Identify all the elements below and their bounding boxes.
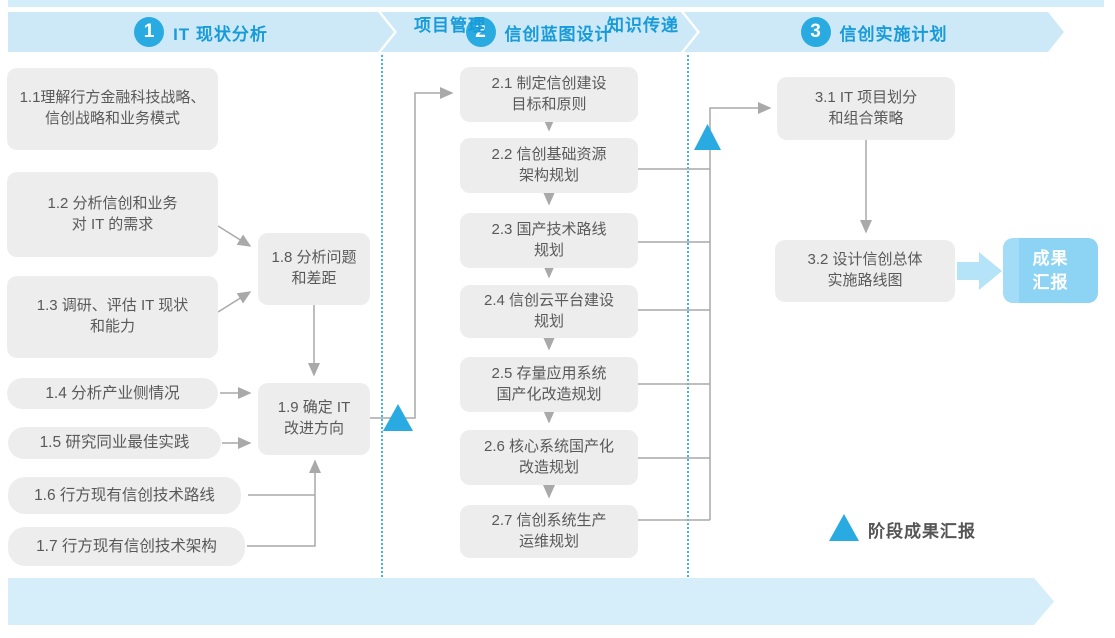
- phase-title: 信创蓝图设计: [504, 24, 613, 44]
- arrow-1-7-to-1-9: [247, 459, 321, 547]
- legend-triangle-icon: [829, 514, 859, 541]
- step-text: 1.5 研究同业最佳实践: [39, 434, 190, 452]
- step-text: 和差距: [291, 270, 337, 287]
- step-2-2-box: 2.2 信创基础资源 架构规划: [460, 138, 638, 193]
- top-edge-strip: [8, 0, 1104, 7]
- step-text: 对 IT 的需求: [71, 215, 154, 233]
- step-3-1-box: 3.1 IT 项目划分 和组合策略: [777, 77, 955, 140]
- step-text: 2.1 制定信创建设: [491, 74, 607, 92]
- step-2-6-box: 2.6 核心系统国产化 改造规划: [460, 430, 638, 485]
- step-text: 2.4 信创云平台建设: [483, 291, 615, 309]
- step-2-4-box: 2.4 信创云平台建设 规划: [460, 285, 638, 338]
- step-text: 1.6 行方现有信创技术路线: [34, 486, 215, 504]
- step-text: 架构规划: [518, 166, 579, 184]
- step-text: 和能力: [89, 318, 135, 335]
- step-text: 1.2 分析信创和业务: [47, 194, 178, 212]
- step-2-5-box: 2.5 存量应用系统 国产化改造规划: [460, 357, 638, 412]
- legend-label: 阶段成果汇报: [868, 522, 976, 541]
- phase-separator-dotted-line: [687, 55, 689, 577]
- step-text: 1.7 行方现有信创技术架构: [36, 537, 217, 555]
- phase-banner-2: 2 信创蓝图设计: [381, 12, 697, 52]
- step-2-7-box: 2.7 信创系统生产 运维规划: [460, 505, 638, 558]
- step-text: 信创战略和业务模式: [44, 110, 180, 127]
- step-text: 改进方向: [283, 420, 344, 437]
- result-text: 汇报: [1032, 272, 1069, 292]
- bottom-banner-item-project-management: 项目管理: [414, 16, 486, 35]
- step-1-2-box: 1.2 分析信创和业务 对 IT 的需求: [7, 172, 218, 257]
- step-1-1-box: 1.1理解行方金融科技战略、 信创战略和业务模式: [7, 68, 218, 150]
- step-3-2-box: 3.2 设计信创总体 实施路线图: [775, 240, 955, 302]
- step-text: 和组合策略: [828, 109, 904, 127]
- step-text: 国产化改造规划: [496, 385, 602, 403]
- step-text: 3.1 IT 项目划分: [814, 88, 918, 106]
- step-text: 3.2 设计信创总体: [807, 251, 923, 269]
- result-report-box: 成果 汇报: [1003, 238, 1098, 303]
- arrow-collector-to-3-1: [709, 102, 772, 520]
- phase-separator-dotted-line: [381, 55, 383, 577]
- step-text: 1.3 调研、评估 IT 现状: [36, 297, 189, 315]
- step-text: 目标和原则: [511, 95, 587, 113]
- step-1-9-box: 1.9 确定 IT 改进方向: [258, 383, 370, 455]
- phase-number-badge: 2: [466, 17, 496, 47]
- phase-banner-1: 1 IT 现状分析: [8, 12, 394, 52]
- step-1-8-box: 1.8 分析问题 和差距: [258, 233, 370, 305]
- arrow-1-2-to-1-8: [217, 225, 252, 247]
- step-text: 1.8 分析问题: [271, 249, 357, 267]
- step-2-3-box: 2.3 国产技术路线 规划: [460, 213, 638, 268]
- step-1-4-box: 1.4 分析产业侧情况: [7, 378, 218, 409]
- step-1-7-box: 1.7 行方现有信创技术架构: [8, 527, 245, 566]
- step-1-3-box: 1.3 调研、评估 IT 现状 和能力: [7, 276, 218, 358]
- result-text: 成果: [1032, 248, 1069, 268]
- phase-title: IT 现状分析: [173, 24, 268, 44]
- step-text: 实施路线图: [827, 272, 903, 289]
- phase-banner-3: 3 信创实施计划: [684, 12, 1064, 52]
- bottom-banner: [8, 578, 1054, 625]
- arrow-1-3-to-1-8: [217, 291, 252, 313]
- bottom-banner-item-knowledge-transfer: 知识传递: [607, 16, 679, 35]
- step-text: 运维规划: [518, 532, 579, 550]
- step-text: 2.7 信创系统生产: [491, 511, 607, 529]
- step-text: 1.4 分析产业侧情况: [45, 384, 180, 402]
- step-text: 规划: [533, 241, 564, 259]
- flow-arrow-3-2-to-result: [957, 252, 1002, 290]
- phase-title: 信创实施计划: [839, 24, 948, 44]
- step-2-1-box: 2.1 制定信创建设 目标和原则: [460, 67, 638, 122]
- step-text: 2.6 核心系统国产化: [483, 437, 615, 455]
- step-1-6-box: 1.6 行方现有信创技术路线: [8, 477, 241, 514]
- step-text: 2.3 国产技术路线: [491, 220, 607, 238]
- step-text: 改造规划: [518, 458, 579, 476]
- milestone-triangle-icon: [383, 404, 413, 431]
- step-1-5-box: 1.5 研究同业最佳实践: [8, 427, 221, 459]
- phase-number-badge: 1: [134, 17, 164, 47]
- step-text: 规划: [533, 312, 564, 330]
- step-text: 2.2 信创基础资源: [491, 145, 607, 163]
- milestone-triangle-icon: [694, 124, 721, 150]
- step-text: 1.1理解行方金融科技战略、: [19, 89, 206, 107]
- step-text: 1.9 确定 IT: [277, 399, 351, 417]
- step-text: 2.5 存量应用系统: [491, 364, 607, 382]
- phase-number-badge: 3: [801, 17, 831, 47]
